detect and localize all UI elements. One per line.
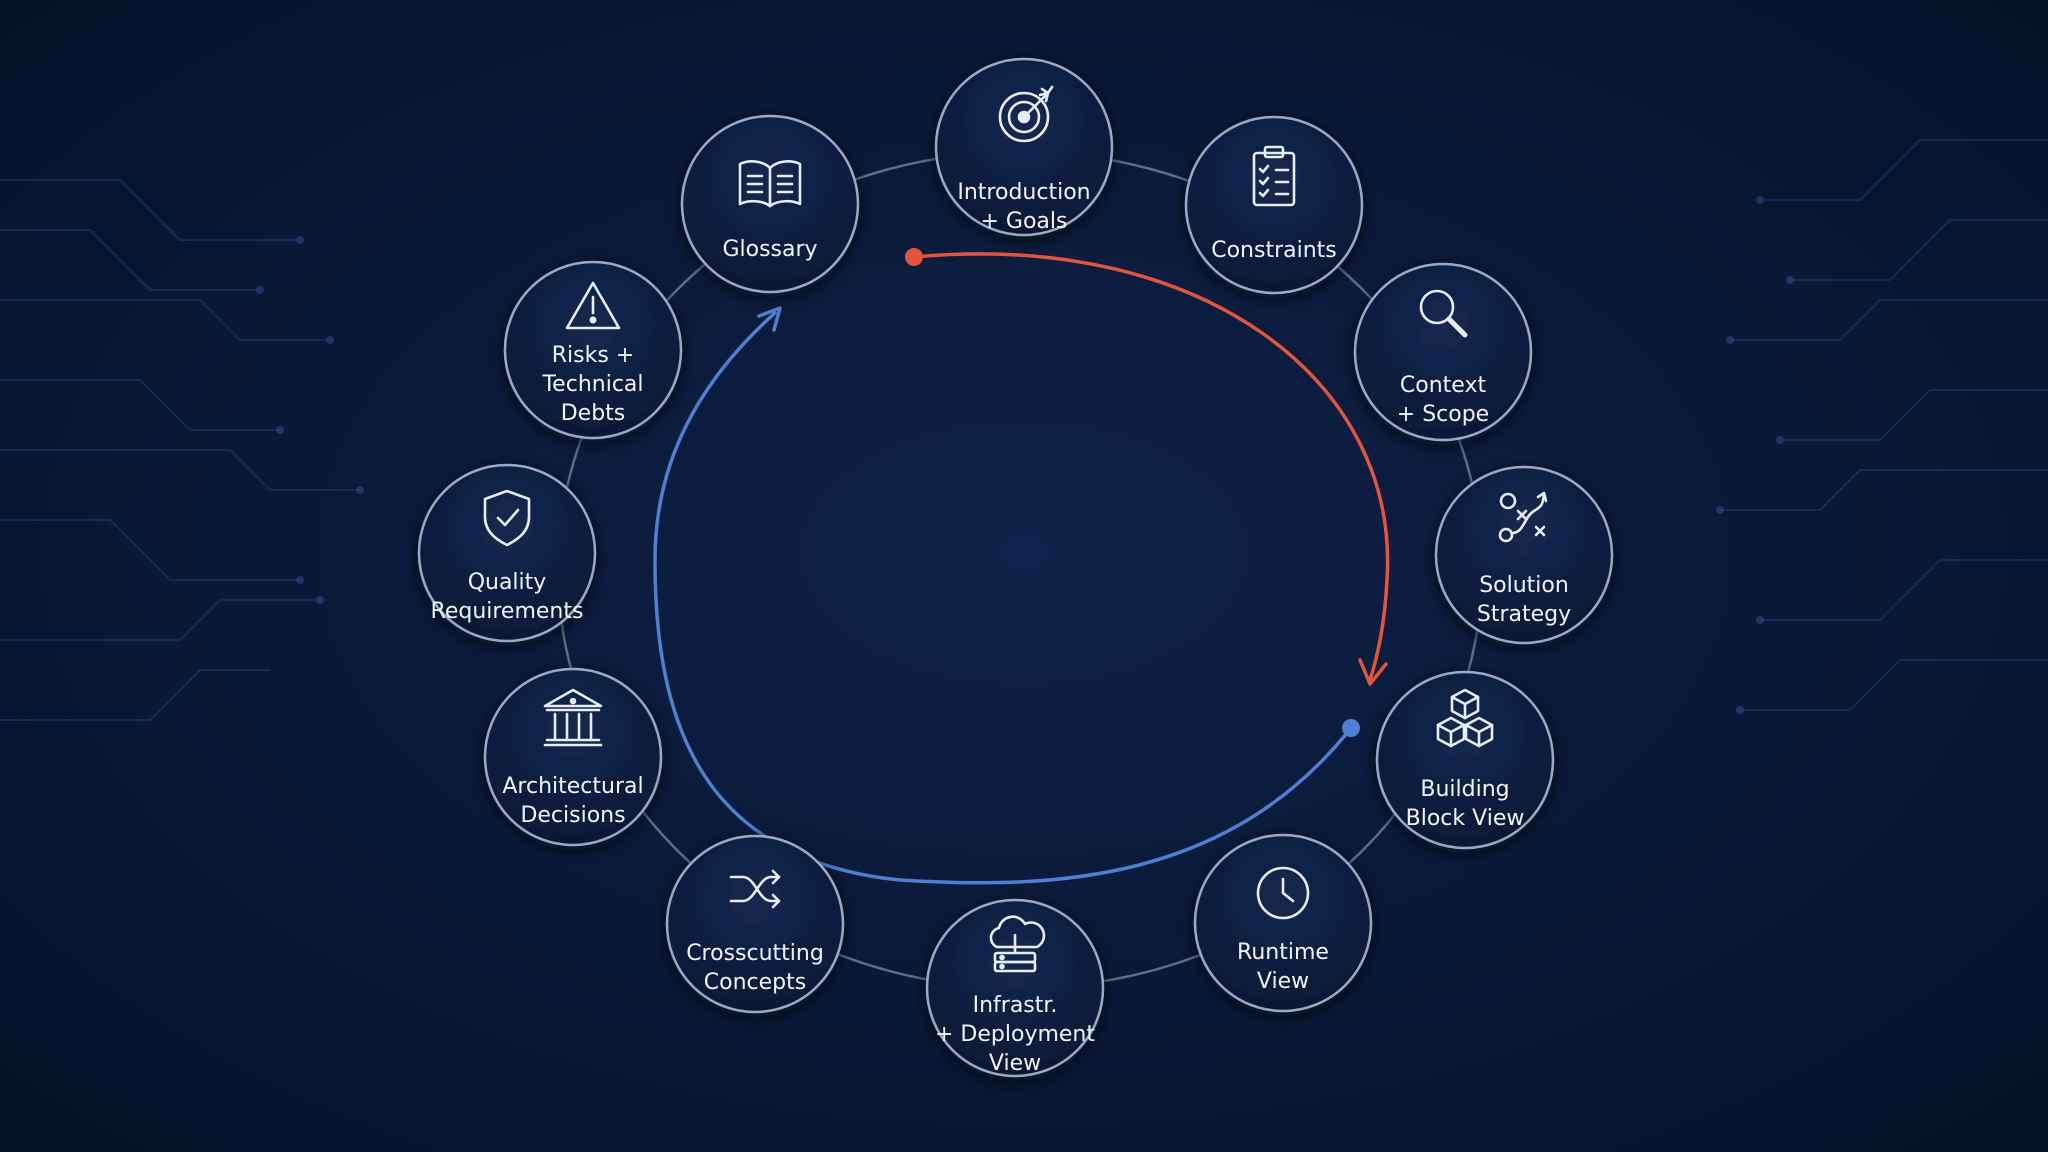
circuit-node <box>326 336 334 344</box>
forward-arrow <box>905 248 1390 686</box>
node-label-quality-requirements: Quality Requirements <box>430 570 584 624</box>
circuit-trace <box>0 379 280 431</box>
node-circle <box>1375 670 1555 850</box>
node-circle <box>925 898 1105 1078</box>
node-introduction-goals <box>934 57 1114 237</box>
node-solution-strategy <box>1434 465 1614 645</box>
backward-arrow-path <box>653 310 1353 885</box>
node-label-architectural-decisions: Architectural Decisions <box>502 774 644 828</box>
strategy-play-icon <box>1498 491 1548 543</box>
circuit-node <box>1716 506 1724 514</box>
circuit-node <box>1726 336 1734 344</box>
circuit-trace <box>0 299 330 341</box>
target-icon <box>998 85 1054 143</box>
clock-icon <box>1256 866 1310 920</box>
node-architectural-decisions <box>483 667 663 847</box>
magnifier-icon <box>1419 289 1468 338</box>
circuit-node <box>316 596 324 604</box>
node-risks-technical-debts <box>503 260 683 440</box>
institution-icon <box>543 688 603 747</box>
node-label-constraints: Constraints <box>1211 238 1337 263</box>
node-label-context-scope: Context + Scope <box>1396 373 1490 427</box>
circuit-trace <box>0 449 360 491</box>
node-label-glossary: Glossary <box>722 237 818 262</box>
node-building-block-view <box>1375 670 1555 850</box>
circuit-trace <box>0 229 260 291</box>
node-circle <box>1193 833 1373 1013</box>
circuit-trace <box>1760 139 2048 201</box>
circuit-trace <box>0 179 300 241</box>
circuit-node <box>1786 276 1794 284</box>
forward-arrowhead <box>1358 658 1388 686</box>
node-circle <box>1434 465 1614 645</box>
node-label-building-block-view: Building Block View <box>1405 777 1525 831</box>
node-circle <box>483 667 663 847</box>
backward-arrow-start-dot <box>1342 719 1360 737</box>
backward-arrowhead <box>757 306 782 332</box>
circuit-node <box>1756 196 1764 204</box>
node-label-risks-technical-debts: Risks + Technical Debts <box>542 343 644 426</box>
circuit-trace <box>1720 469 2048 511</box>
shield-check-icon <box>483 489 531 547</box>
node-infrastructure-deployment-view <box>925 898 1105 1078</box>
backward-arrow <box>653 306 1360 885</box>
circuit-node <box>276 426 284 434</box>
node-circle <box>417 463 597 643</box>
circuit-node <box>356 486 364 494</box>
node-circle <box>934 57 1114 237</box>
circuit-node <box>1756 616 1764 624</box>
circuit-trace <box>0 669 270 721</box>
clipboard-checklist-icon <box>1252 145 1296 207</box>
circuit-node <box>296 576 304 584</box>
circuit-trace <box>1790 219 2048 281</box>
node-label-crosscutting-concepts: Crosscutting Concepts <box>686 941 824 995</box>
shuffle-icon <box>729 869 781 909</box>
circuit-trace <box>0 599 320 641</box>
node-crosscutting-concepts <box>665 834 845 1014</box>
circuit-trace <box>1740 659 2048 711</box>
circuit-trace <box>1760 559 2048 621</box>
node-label-introduction-goals: Introduction + Goals <box>957 180 1091 234</box>
forward-arrow-path <box>913 252 1390 681</box>
cubes-icon <box>1436 688 1494 748</box>
circuit-trace <box>1730 299 2048 341</box>
circuit-node <box>296 236 304 244</box>
node-circle <box>503 260 683 440</box>
node-runtime-view <box>1193 833 1373 1013</box>
circuit-node <box>256 286 264 294</box>
node-label-solution-strategy: Solution Strategy <box>1476 573 1572 627</box>
warning-icon <box>565 281 621 330</box>
node-context-scope <box>1353 262 1533 442</box>
circuit-node <box>1736 706 1744 714</box>
circuit-node <box>1776 436 1784 444</box>
node-circle <box>1353 262 1533 442</box>
node-glossary <box>680 114 860 294</box>
node-quality-requirements <box>417 463 597 643</box>
circuit-trace <box>1780 389 2048 441</box>
node-circle <box>665 834 845 1014</box>
node-label-infrastructure-deployment-view: Infrastr. + Deployment View <box>935 993 1095 1076</box>
open-book-icon <box>738 160 802 208</box>
cloud-server-icon <box>989 915 1046 973</box>
node-constraints <box>1184 115 1364 295</box>
node-label-runtime-view: Runtime View <box>1237 940 1329 994</box>
forward-arrow-start-dot <box>905 248 923 266</box>
circuit-trace <box>0 519 300 581</box>
